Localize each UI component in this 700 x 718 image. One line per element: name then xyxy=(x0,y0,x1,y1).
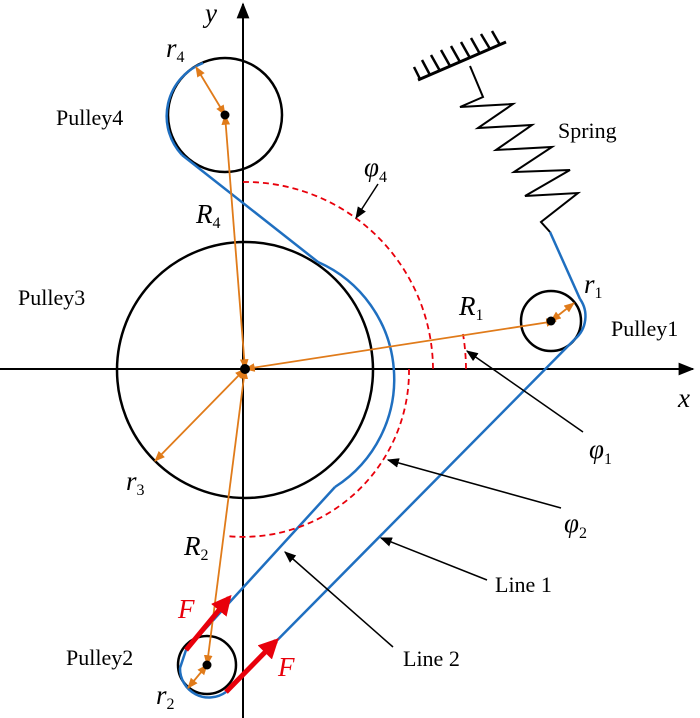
belt-line-1 xyxy=(225,338,576,693)
pulley4-centre xyxy=(220,110,230,120)
phi1-arc xyxy=(462,333,467,370)
y-axis-label: y xyxy=(202,0,217,28)
belt-wrap-pulley3 xyxy=(317,260,396,489)
spring: Spring xyxy=(412,30,617,233)
phi1-label: φ1 xyxy=(589,434,612,468)
phi2-label: φ2 xyxy=(564,508,587,542)
force-label-line2: F xyxy=(177,594,195,624)
belt-span-spring xyxy=(548,231,582,300)
r1-arrow xyxy=(550,302,575,322)
force-arrows xyxy=(184,594,279,694)
pulley1-centre xyxy=(546,316,556,326)
force-arrow-line2 xyxy=(184,594,232,652)
pulley3-label: Pulley3 xyxy=(18,285,85,310)
spring-label: Spring xyxy=(558,118,617,143)
pulley3-centre xyxy=(240,364,250,374)
belt-wrap-pulley2 xyxy=(178,667,227,699)
angle-arcs xyxy=(225,181,467,538)
phi4-pointer xyxy=(355,183,379,220)
phi2-arc xyxy=(225,368,410,538)
r3-label: r3 xyxy=(126,466,145,499)
line2-pointer xyxy=(284,551,394,648)
R1-arrow xyxy=(243,318,558,372)
r1-label: r1 xyxy=(584,269,603,302)
belt-line-2 xyxy=(178,486,336,669)
phi4-arc xyxy=(242,181,434,370)
phi4-label: φ4 xyxy=(364,152,387,186)
x-axis-label: x xyxy=(677,383,690,413)
line1-pointer xyxy=(379,537,488,581)
r2-arrow xyxy=(187,664,208,689)
belt-wrap-pulley1 xyxy=(574,298,587,340)
spring-coil xyxy=(459,65,582,233)
force-label-line1: F xyxy=(277,652,295,682)
R1-label: R1 xyxy=(458,291,484,324)
line1-label: Line 1 xyxy=(495,572,552,597)
r4-arrow xyxy=(195,66,226,116)
belt-span-top xyxy=(181,154,319,263)
pulley4-label: Pulley4 xyxy=(56,105,123,130)
belt-wrap-pulley4 xyxy=(165,61,204,156)
force-arrow-line1 xyxy=(224,638,279,694)
line2-label: Line 2 xyxy=(403,646,460,671)
pulley-centres xyxy=(202,110,556,670)
pulley2-label: Pulley2 xyxy=(66,645,133,670)
r4-label: r4 xyxy=(166,33,185,66)
r2-label: r2 xyxy=(156,680,175,713)
spring-support xyxy=(417,40,507,82)
phi2-pointer xyxy=(386,458,562,509)
pulley1-label: Pulley1 xyxy=(611,316,678,341)
pulley2-centre xyxy=(202,660,212,670)
r3-arrow xyxy=(154,368,246,462)
R4-arrow xyxy=(221,113,249,371)
R2-label: R2 xyxy=(183,531,209,564)
phi1-pointer xyxy=(466,350,584,433)
spring-support-hatch xyxy=(412,30,502,80)
belt xyxy=(165,61,587,699)
R4-label: R4 xyxy=(195,199,221,232)
pointer-arrows xyxy=(284,183,584,648)
